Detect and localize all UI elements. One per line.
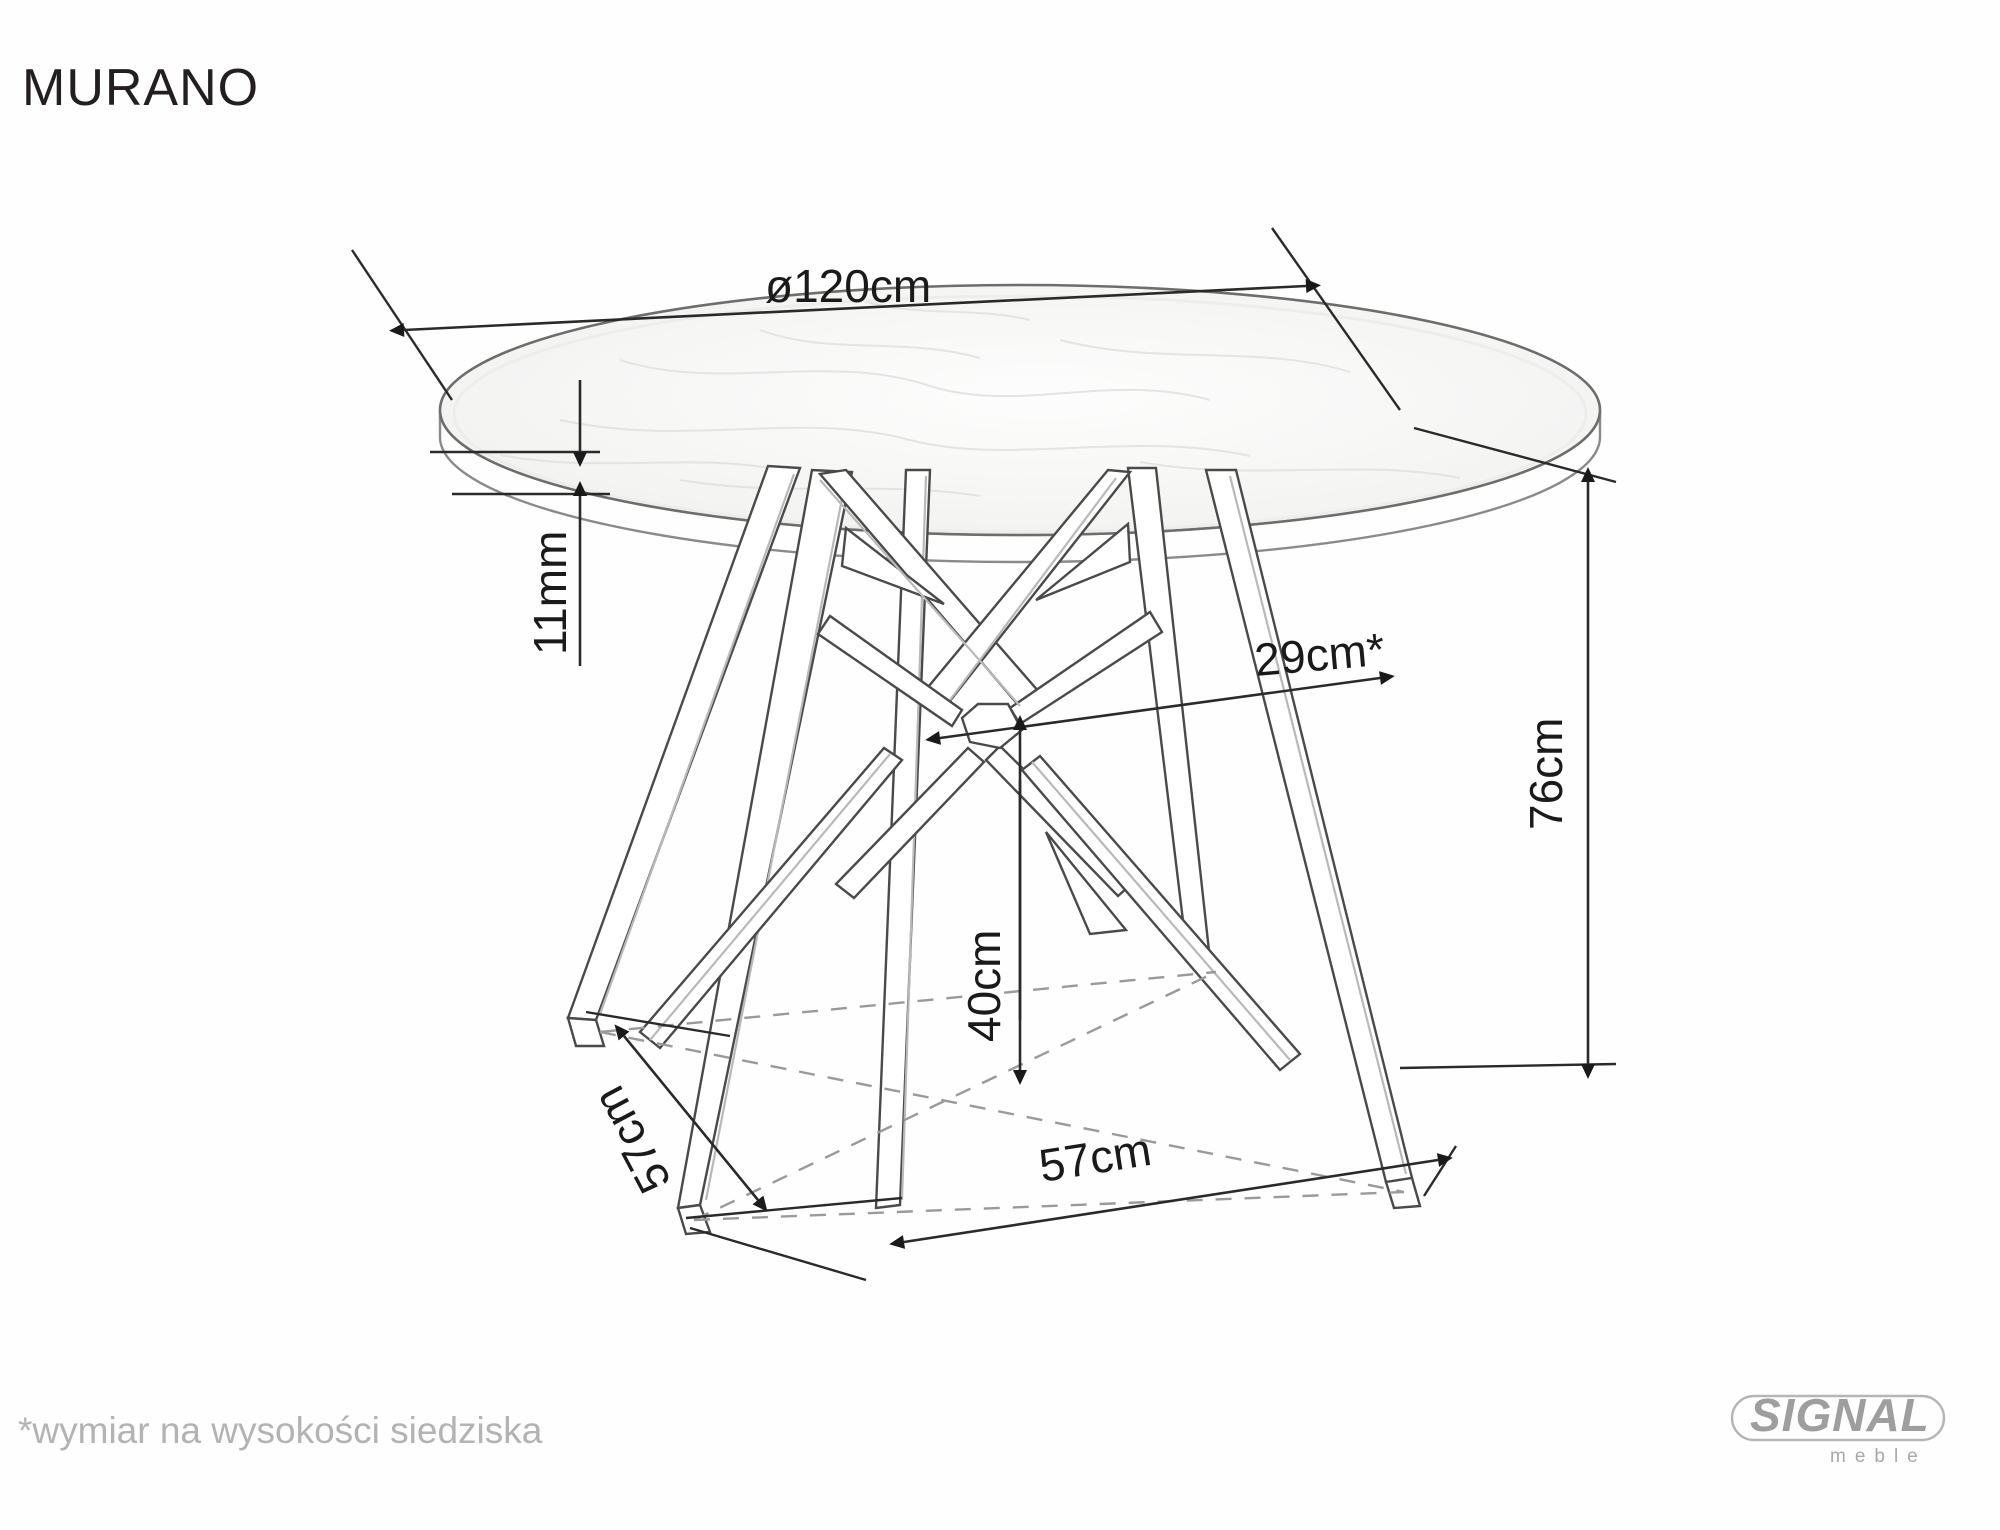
logo-tagline: meble: [1830, 1446, 1927, 1467]
diameter-dim-line: [389, 279, 1321, 337]
table-top: [438, 283, 1602, 564]
dimension-depth: 57cm: [582, 1010, 903, 1220]
signal-meble-logo: SIGNAL meble: [1730, 1392, 1946, 1467]
logo-brand: SIGNAL: [1750, 1392, 1930, 1441]
star-arm-lower-left: [834, 746, 986, 900]
dimension-width: 57cm: [689, 1123, 1458, 1282]
width-dim-line: [889, 1153, 1453, 1249]
clearance-label: 40cm: [958, 930, 1010, 1042]
foot-left: [566, 1016, 606, 1048]
width-label: 57cm: [1035, 1123, 1154, 1192]
star-arm-upper-right: [1008, 610, 1164, 726]
dimension-thickness: 11mm: [430, 380, 610, 666]
dimension-clearance: 40cm: [958, 715, 1027, 1085]
dimension-diameter: ø120cm: [351, 227, 1401, 411]
page-title: MURANO: [22, 59, 260, 117]
logo-outline: [1730, 1394, 1946, 1442]
thickness-label: 11mm: [524, 531, 576, 655]
inner-triangle-right: [1035, 521, 1132, 602]
footnote-text: *wymiar na wysokości siedziska: [18, 1410, 543, 1451]
depth-label: 57cm: [582, 1078, 681, 1202]
dimension-height: 76cm: [1399, 426, 1617, 1079]
spread-label: 29cm*: [1252, 623, 1387, 686]
inner-triangle-lower-right: [1044, 831, 1129, 936]
table-base: [566, 464, 1422, 1236]
base-depth-outlines: [649, 477, 1291, 1061]
depth-dim-line: [614, 1024, 768, 1212]
height-label: 76cm: [1520, 718, 1572, 830]
diameter-label: ø120cm: [765, 260, 931, 312]
